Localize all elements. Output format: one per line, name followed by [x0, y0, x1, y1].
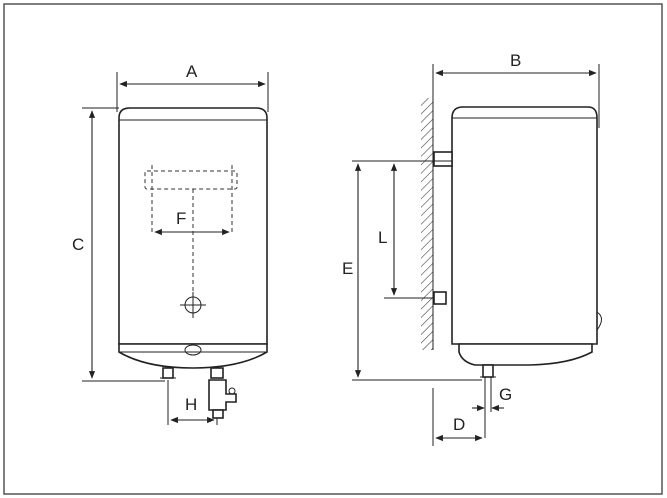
safety-valve	[208, 379, 237, 411]
upper-bracket	[433, 151, 453, 167]
side-knob	[596, 311, 602, 331]
side-tank-body	[451, 106, 598, 345]
front-view: A C F H	[72, 62, 269, 425]
side-outlet-pipe	[482, 364, 494, 378]
valve-outlet	[212, 409, 224, 419]
mounting-bracket-outline	[144, 170, 238, 190]
label-l: L	[378, 228, 387, 247]
outer-border	[3, 3, 663, 495]
side-bottom-cap	[458, 343, 593, 366]
label-g: G	[499, 385, 512, 404]
valve-knob	[228, 387, 236, 395]
label-f: F	[176, 209, 186, 228]
side-view: B E L G D	[342, 51, 602, 446]
cold-inlet-pipe	[162, 367, 174, 379]
label-h: H	[185, 395, 197, 414]
label-b: B	[510, 51, 521, 70]
lower-bracket	[433, 291, 447, 305]
hot-outlet-pipe	[210, 367, 224, 379]
label-e: E	[342, 259, 353, 278]
label-c: C	[72, 235, 84, 254]
label-d: D	[453, 415, 465, 434]
label-a: A	[186, 62, 198, 81]
thermostat-knob	[184, 344, 202, 356]
front-bottom-cap	[118, 343, 268, 369]
wall-hatch	[421, 98, 433, 350]
